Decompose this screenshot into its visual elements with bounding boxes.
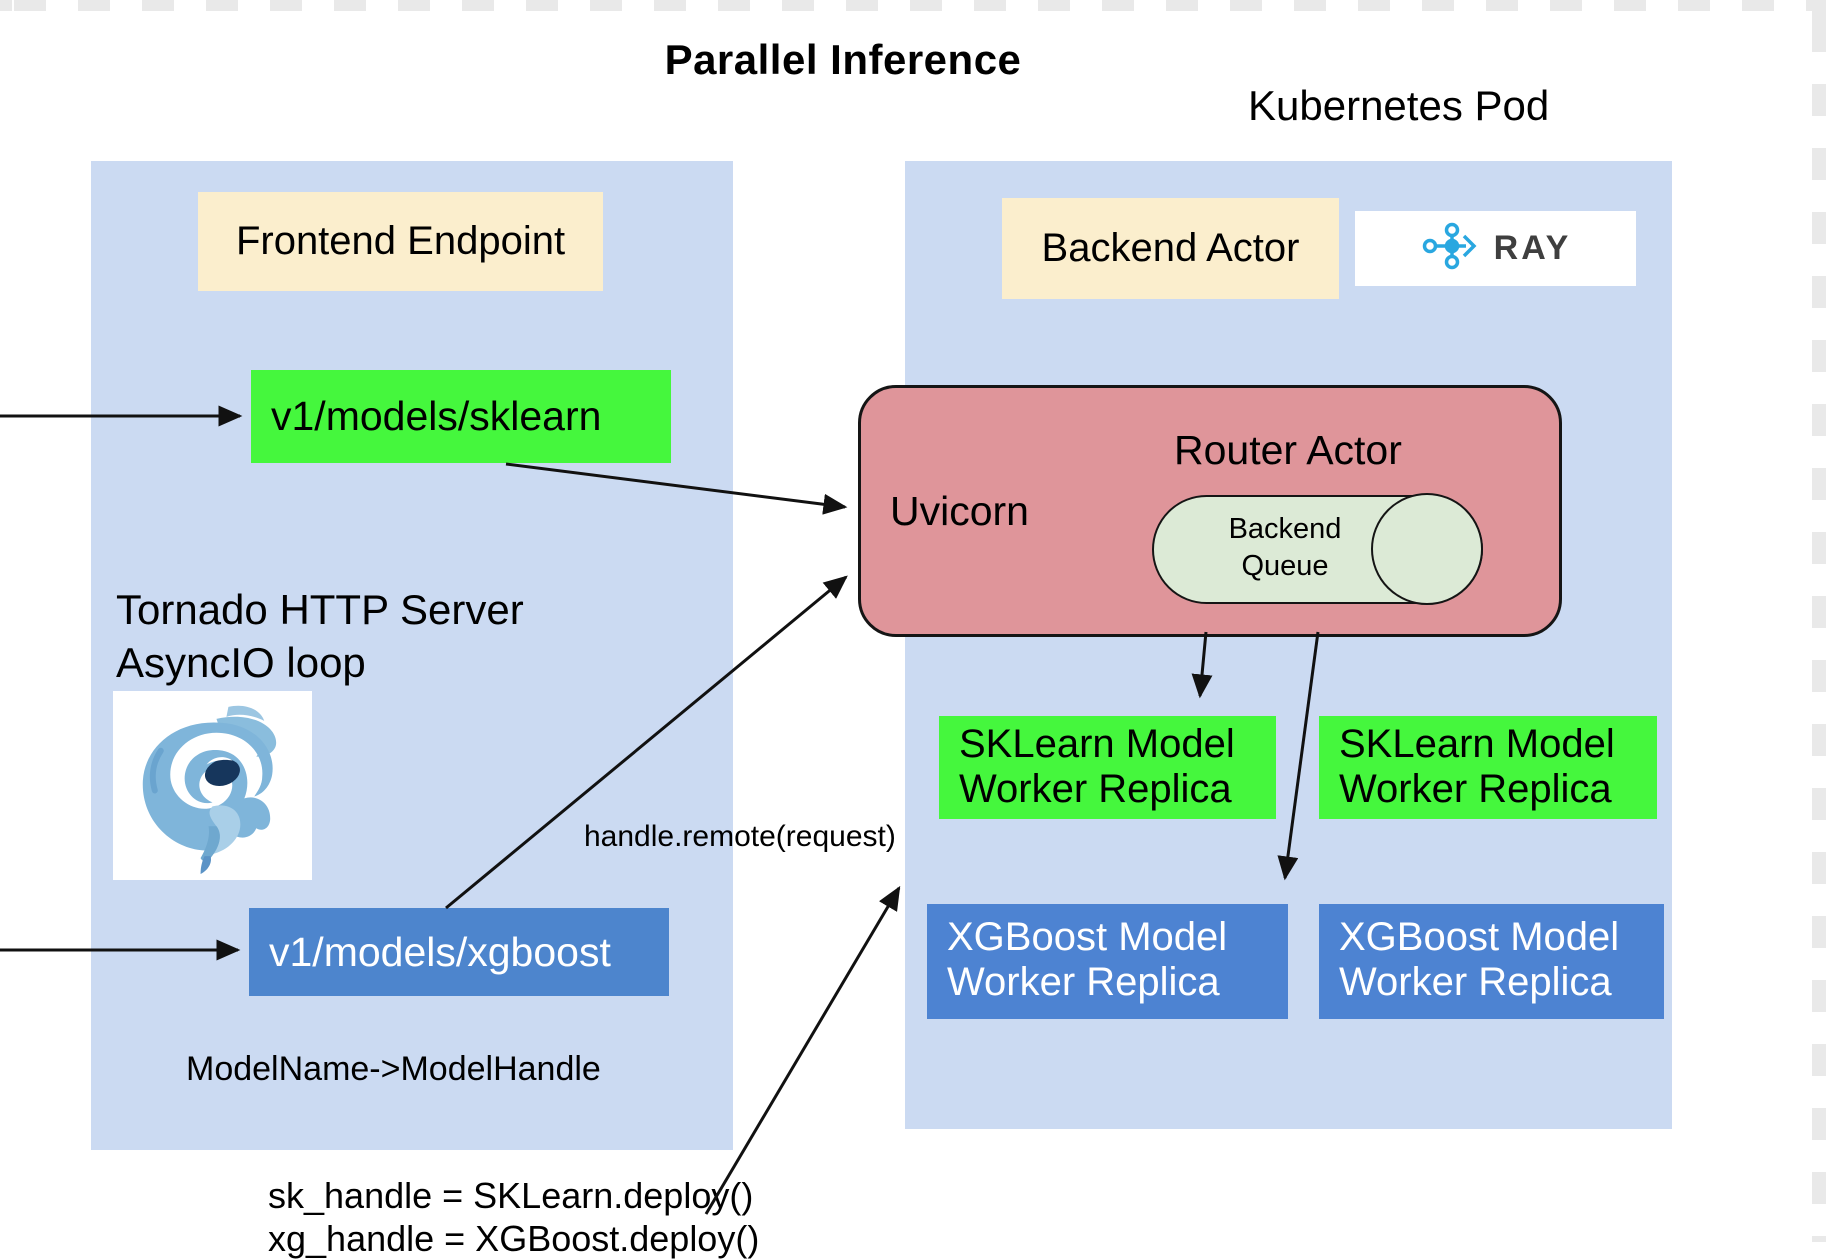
ray-logo-icon xyxy=(1420,222,1484,275)
backend-queue-label: Backend Queue xyxy=(1160,511,1410,585)
handle-remote-annotation: handle.remote(request) xyxy=(584,820,896,853)
tornado-caption: Tornado HTTP Server AsyncIO loop xyxy=(116,583,524,689)
xgboost-route-box: v1/models/xgboost xyxy=(249,908,669,996)
sklearn-route-box: v1/models/sklearn xyxy=(251,370,671,463)
worker-label-line1: XGBoost Model xyxy=(1339,915,1620,959)
worker-label-line2: Worker Replica xyxy=(1339,767,1612,811)
page-title: Parallel Inference xyxy=(664,36,1022,83)
backend-actor-label: Backend Actor xyxy=(1041,226,1300,270)
kubernetes-pod-label: Kubernetes Pod xyxy=(1248,82,1550,129)
ray-logo-text: RAY xyxy=(1493,229,1572,267)
worker-label-line2: Worker Replica xyxy=(1339,960,1612,1004)
transparency-checker-top xyxy=(0,0,1826,11)
model-map-label: ModelName->ModelHandle xyxy=(186,1050,601,1088)
xgboost-worker-replica-2: XGBoost Model Worker Replica xyxy=(1319,904,1664,1019)
ray-logo-box: RAY xyxy=(1355,211,1636,286)
router-actor-label: Router Actor xyxy=(1174,427,1402,473)
tornado-caption-line1: Tornado HTTP Server xyxy=(116,586,524,633)
frontend-endpoint-label: Frontend Endpoint xyxy=(235,219,566,263)
xgboost-route-label: v1/models/xgboost xyxy=(269,928,611,975)
tornado-caption-line2: AsyncIO loop xyxy=(116,639,366,686)
worker-label-line1: SKLearn Model xyxy=(1339,722,1615,766)
backend-queue-label-line2: Queue xyxy=(1241,550,1329,582)
deploy-code-line1: sk_handle = SKLearn.deploy() xyxy=(268,1175,754,1216)
xgboost-worker-replica-1: XGBoost Model Worker Replica xyxy=(927,904,1288,1019)
arrow-deploy-to-pod xyxy=(704,885,901,1215)
deploy-code-line2: xg_handle = XGBoost.deploy() xyxy=(268,1218,760,1259)
sklearn-route-label: v1/models/sklearn xyxy=(271,393,602,439)
transparency-checker-right xyxy=(1812,0,1826,1242)
backend-queue-end-circle xyxy=(1371,493,1483,605)
backend-queue-label-line1: Backend xyxy=(1228,513,1342,545)
worker-label-line2: Worker Replica xyxy=(959,767,1232,811)
sklearn-worker-replica-1: SKLearn Model Worker Replica xyxy=(939,716,1276,819)
tornado-logo-icon xyxy=(113,691,312,880)
worker-label-line1: SKLearn Model xyxy=(959,722,1235,766)
sklearn-worker-replica-2: SKLearn Model Worker Replica xyxy=(1319,716,1657,819)
worker-label-line2: Worker Replica xyxy=(947,960,1220,1004)
worker-label-line1: XGBoost Model xyxy=(947,915,1228,959)
frontend-endpoint-box: Frontend Endpoint xyxy=(198,192,603,291)
backend-actor-box: Backend Actor xyxy=(1002,198,1339,299)
deploy-code-annotation: sk_handle = SKLearn.deploy() xg_handle =… xyxy=(268,1174,759,1260)
uvicorn-label: Uvicorn xyxy=(890,488,1029,534)
